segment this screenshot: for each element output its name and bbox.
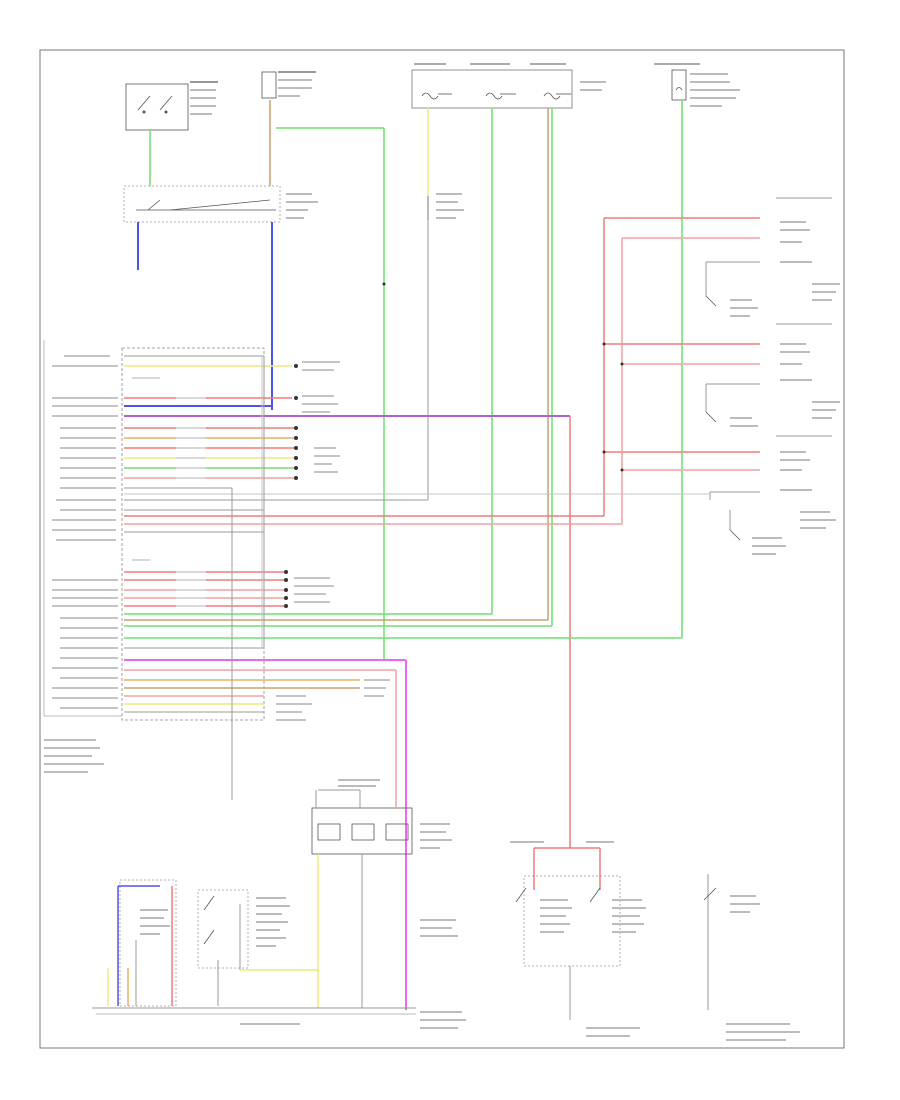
module-ground-distribution [92,1007,466,1029]
module-hot-at-all-times-fuse [654,63,740,107]
module-pressure-control-solenoid [311,779,458,1008]
module-output-speed-sensor [604,323,840,427]
pcm-inline-labels [132,377,206,607]
pcm-connector-dots [284,282,624,608]
module-turbine-speed-sensor [604,197,840,317]
module-fuse-block [411,63,606,109]
wires-top [137,100,683,660]
module-torque-converter-clutch-solenoid [197,889,318,1006]
module-overdrive-switch [107,879,177,1007]
module-shift-solenoids [510,800,646,1037]
module-vehicle-speed-sensor [604,435,836,555]
module-relay-top [427,193,464,220]
module-ignition-switch [261,71,316,99]
module-transmission-range-switch [125,81,218,131]
pcm-right-labels [276,361,390,721]
wires-pcm [124,355,710,1010]
module-range-switch-contacts [123,185,318,223]
diagram-border [39,49,845,1049]
module-powertrain-control-module [43,340,265,773]
pcm-pin-labels [52,355,118,709]
wires-right-risers [603,218,711,524]
module-clutch-switch [703,874,800,1041]
